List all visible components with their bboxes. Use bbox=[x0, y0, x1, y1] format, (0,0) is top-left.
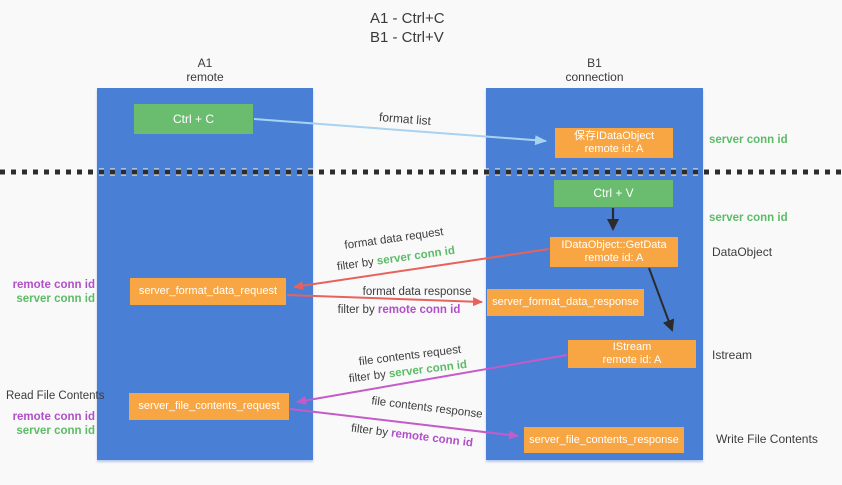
diagram-title: A1 - Ctrl+C B1 - Ctrl+V bbox=[370, 9, 445, 47]
ctrl-v-label: Ctrl + V bbox=[593, 186, 634, 200]
istream-line1: IStream bbox=[612, 341, 652, 353]
file-contents-response-arrow bbox=[289, 408, 519, 440]
ctrl-c-label: Ctrl + C bbox=[172, 111, 214, 126]
save-dataobject-line2: remote id: A bbox=[584, 143, 644, 155]
getdata-line1: IDataObject::GetData bbox=[561, 239, 667, 251]
remote-conn-id-label-1: remote conn id bbox=[12, 279, 95, 291]
filter-by-remote-conn-id-label-1: filter by remote conn id bbox=[338, 304, 461, 316]
read-file-contents-label: Read File Contents bbox=[6, 390, 105, 402]
server-format-data-response-node: server_format_data_response bbox=[487, 289, 644, 316]
write-file-contents-label: Write File Contents bbox=[716, 432, 818, 446]
filter-term-2: remote conn id bbox=[377, 304, 461, 316]
conn-id-group-format: remote conn id server conn id bbox=[0, 279, 95, 306]
column-a-name: A1 bbox=[197, 56, 213, 70]
file-contents-request-arrow bbox=[296, 354, 568, 405]
format-data-response-label: format data response bbox=[362, 286, 472, 298]
getdata-to-istream-arrow bbox=[648, 267, 675, 332]
filter-by-text-2: filter by bbox=[337, 304, 375, 316]
server-format-data-request-node: server_format_data_request bbox=[130, 278, 286, 305]
dataobject-label: DataObject bbox=[712, 245, 773, 259]
ctrl-c-node: Ctrl + C bbox=[134, 104, 253, 134]
server-file-contents-request-node: server_file_contents_request bbox=[129, 393, 289, 420]
server-conn-id-label-1: server conn id bbox=[16, 292, 95, 305]
server-conn-id-label-top: server conn id bbox=[709, 134, 788, 146]
title-line-1: A1 - Ctrl+C bbox=[370, 10, 445, 27]
format-list-arrow bbox=[253, 118, 547, 146]
remote-conn-id-label-2: remote conn id bbox=[12, 411, 95, 423]
title-line-2: B1 - Ctrl+V bbox=[370, 29, 444, 46]
column-a-header: A1 remote bbox=[97, 56, 313, 84]
column-b-subtitle: connection bbox=[565, 70, 624, 84]
ctrl-v-node: Ctrl + V bbox=[554, 180, 673, 207]
istream-line2: remote id: A bbox=[602, 354, 662, 366]
save-dataobject-node: 保存IDataObject remote id: A bbox=[555, 128, 673, 158]
server-file-contents-response-node: server_file_contents_response bbox=[524, 427, 684, 453]
column-a-subtitle: remote bbox=[186, 70, 224, 84]
istream-side-label: Istream bbox=[712, 348, 753, 362]
conn-id-group-file: remote conn id server conn id bbox=[0, 411, 95, 438]
format-data-response-arrow bbox=[286, 294, 483, 307]
server-conn-id-label-mid: server conn id bbox=[709, 212, 788, 224]
column-b-header: B1 connection bbox=[486, 56, 703, 84]
getdata-line2: remote id: A bbox=[584, 252, 644, 264]
column-b-name: B1 bbox=[587, 56, 602, 70]
save-dataobject-line1: 保存IDataObject bbox=[573, 130, 655, 142]
format-data-request-arrow bbox=[293, 248, 550, 291]
istream-node: IStream remote id: A bbox=[568, 340, 696, 368]
server-conn-id-label-2: server conn id bbox=[16, 424, 95, 437]
getdata-node: IDataObject::GetData remote id: A bbox=[550, 237, 678, 267]
